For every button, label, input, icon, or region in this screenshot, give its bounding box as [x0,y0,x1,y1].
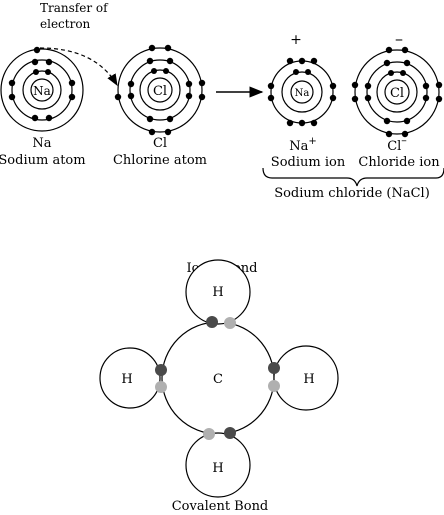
electron-dark-bottom [224,427,236,439]
electron-transfer-annotation: Transfer of electron [40,1,111,31]
hydrogen-symbol-right: H [303,372,314,387]
chlorine-atom-symbol-label: Cl [153,136,167,151]
hydrogen-atom-bottom [185,432,251,498]
chloride-ion-symbol-label: Cl– [387,134,407,154]
electron-dark-right [268,362,280,374]
sodium-atom-symbol-label: Na [32,136,51,151]
sodium-atom-name-label: Sodium atom [0,153,86,168]
bottom-bond-title: Covalent Bond [172,499,269,514]
hydrogen-symbol-bottom: H [212,461,223,476]
sodium-ion-label-charge: + [308,136,316,147]
carbon-symbol: C [213,372,223,387]
chloride-ion-nucleus-symbol: Cl [390,86,404,101]
sodium-ion-nucleus-symbol: Na [295,88,310,99]
chloride-ion: Cl [351,46,443,138]
chloride-ion-label-symbol: Cl [387,139,401,154]
electron-light-right [268,380,280,392]
sodium-ion: Na [267,57,337,127]
sodium-ion-charge: + [290,32,302,48]
chlorine-nucleus-symbol: Cl [153,84,167,99]
compound-label: Sodium chloride (NaCl) [274,186,430,201]
sodium-ion-label-symbol: Na [289,139,308,154]
chlorine-atom-name-label: Chlorine atom [113,153,207,168]
chlorine-atom: Cl [114,44,206,136]
electron-dark-top [206,316,218,328]
sodium-ion-name-label: Sodium ion [271,155,346,170]
hydrogen-atom-top [185,259,251,325]
hydrogen-symbol-top: H [212,285,223,300]
hydrogen-atom-right [273,345,339,411]
electron-dark-left [155,364,167,376]
electron-transfer-arrow [39,47,118,87]
electron-light-top [224,317,236,329]
chloride-ion-name-label: Chloride ion [358,155,440,170]
sodium-ion-electrons [267,57,337,127]
sodium-ion-symbol-label: Na+ [289,136,317,154]
ionic-bonding-diagram: Transfer of electron Na Na Sodium atom [0,1,444,201]
electron-light-left [155,381,167,393]
sodium-nucleus-symbol: Na [33,84,51,98]
chloride-ion-charge: – [395,29,403,48]
chloride-ion-label-charge: – [401,134,407,147]
sodium-atom: Na [0,46,84,132]
sodium-electrons [8,46,76,122]
methane-bonding-diagram: Ionic Bond C H H H H Covalent Bond [99,259,339,514]
electron-light-bottom [203,428,215,440]
chloride-ion-electrons [351,46,443,138]
hydrogen-atom-left [99,347,161,409]
compound-brace [262,167,444,187]
hydrogen-symbol-left: H [121,372,132,387]
chlorine-electrons [114,44,206,136]
